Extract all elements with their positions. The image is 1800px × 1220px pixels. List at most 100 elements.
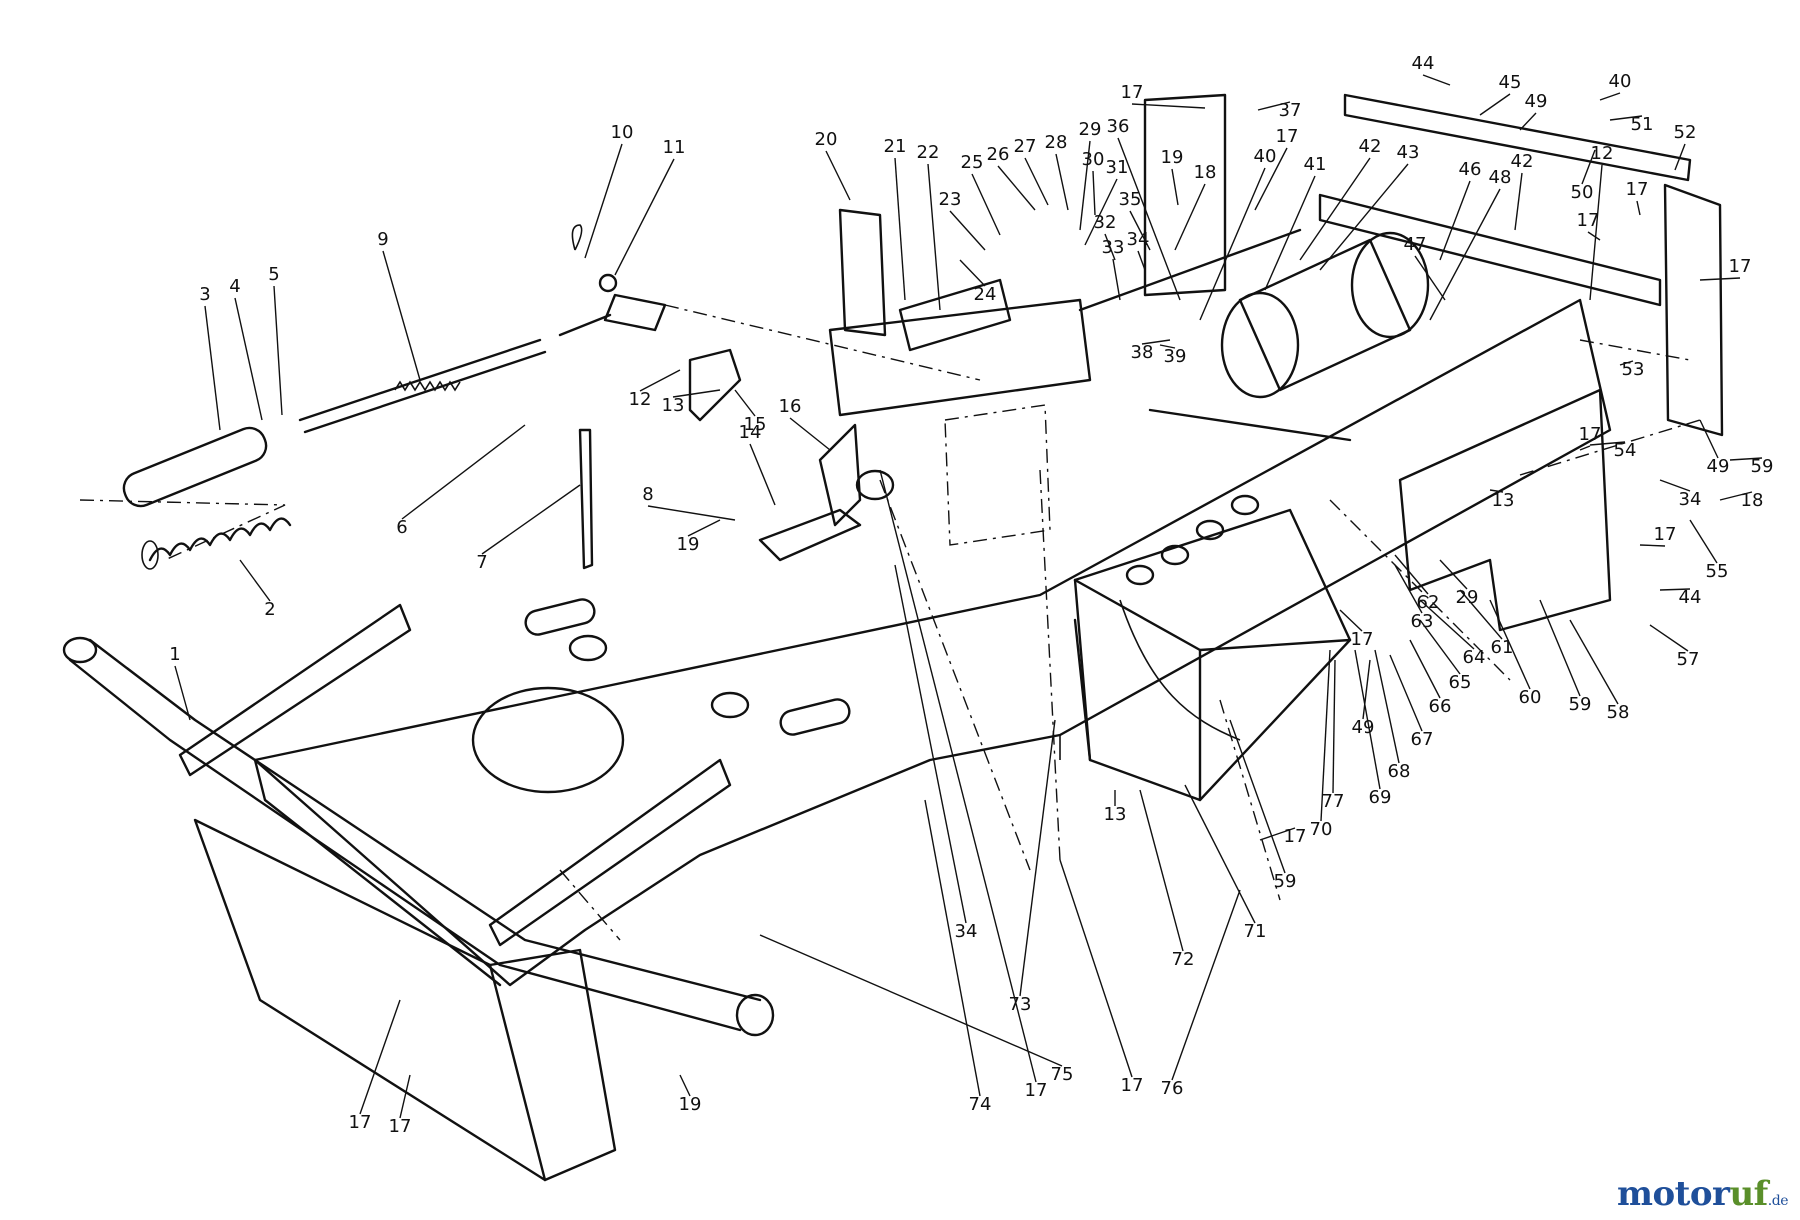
- part-callout-number: 17: [1276, 126, 1299, 147]
- part-callout-number: 54: [1614, 440, 1637, 461]
- part-callout-number: 49: [1352, 717, 1375, 738]
- part-callout-number: 38: [1131, 342, 1154, 363]
- part-callout-number: 13: [662, 395, 685, 416]
- callout-leader: [1729, 457, 1763, 461]
- part-callout-number: 75: [1051, 1064, 1074, 1085]
- callout-leader: [1429, 188, 1501, 321]
- part-callout-number: 50: [1571, 182, 1594, 203]
- callout-leader: [789, 417, 831, 451]
- callout-leader: [1084, 178, 1118, 246]
- part-callout-number: 71: [1244, 921, 1267, 942]
- part-callout-number: 39: [1164, 346, 1187, 367]
- part-callout-number: 49: [1707, 456, 1730, 477]
- callout-leader: [1589, 441, 1626, 446]
- callout-leader: [1019, 719, 1056, 997]
- part-callout-number: 46: [1459, 159, 1482, 180]
- callout-leader: [1569, 619, 1619, 705]
- part-callout-number: 62: [1417, 592, 1440, 613]
- part-callout-number: 40: [1609, 71, 1632, 92]
- callout-leader: [382, 250, 421, 381]
- callout-leader: [1649, 624, 1689, 652]
- part-callout-number: 17: [1579, 424, 1602, 445]
- part-callout-number: 33: [1102, 237, 1125, 258]
- part-callout-number: 22: [917, 142, 940, 163]
- part-callout-number: 63: [1411, 611, 1434, 632]
- part-callout-number: 12: [629, 389, 652, 410]
- callout-leader: [1394, 564, 1423, 614]
- callout-leader: [1339, 609, 1363, 632]
- callout-leader: [273, 285, 283, 416]
- part-callout-number: 65: [1449, 672, 1472, 693]
- watermark-suffix: .de: [1767, 1193, 1789, 1209]
- part-callout-number: 17: [1654, 524, 1677, 545]
- front-bumper: [62, 603, 775, 1182]
- callout-leader: [1254, 147, 1288, 211]
- part-callout-number: 26: [987, 144, 1010, 165]
- callout-leader: [174, 665, 191, 721]
- callout-leader: [959, 259, 986, 287]
- part-callout-number: 42: [1359, 136, 1382, 157]
- callout-leader: [949, 210, 986, 251]
- part-callout-number: 55: [1706, 561, 1729, 582]
- part-callout-number: 11: [663, 137, 686, 158]
- part-callout-number: 48: [1489, 167, 1512, 188]
- part-callout-number: 74: [969, 1094, 992, 1115]
- part-callout-number: 9: [377, 229, 388, 250]
- callout-leader: [1439, 180, 1471, 261]
- callout-leader: [234, 297, 263, 421]
- callout-leader: [1320, 649, 1331, 822]
- part-callout-number: 8: [642, 484, 653, 505]
- part-callout-number: 37: [1279, 100, 1302, 121]
- part-callout-number: 51: [1631, 114, 1654, 135]
- part-callout-number: 34: [1127, 229, 1150, 250]
- callout-leader: [1159, 344, 1176, 349]
- assembly-centerlines: [79, 304, 1701, 941]
- callout-leader: [1059, 859, 1133, 1078]
- part-callout-number: 49: [1525, 91, 1548, 112]
- part-callout-number: 5: [268, 264, 279, 285]
- callout-leader: [1414, 255, 1446, 301]
- callout-leader: [1609, 115, 1643, 121]
- callout-leader: [971, 173, 1001, 236]
- part-callout-number: 67: [1411, 729, 1434, 750]
- part-callout-number: 13: [1492, 490, 1515, 511]
- callout-leader: [1171, 168, 1179, 206]
- part-callout-number: 68: [1388, 761, 1411, 782]
- control-brackets: [578, 93, 1302, 570]
- callout-leader: [1489, 489, 1504, 493]
- part-callout-number: 10: [611, 122, 634, 143]
- part-callout-number: 66: [1429, 696, 1452, 717]
- callout-leader: [1519, 112, 1537, 131]
- rear-panel: [1318, 93, 1724, 632]
- callout-leader: [1719, 491, 1753, 501]
- part-callout-number: 17: [1351, 629, 1374, 650]
- callout-leader: [1259, 827, 1296, 841]
- part-callout-number: 20: [815, 129, 838, 150]
- callout-leader: [1079, 140, 1091, 231]
- part-callout-number: 42: [1511, 151, 1534, 172]
- part-callout-number: 47: [1404, 234, 1427, 255]
- callout-leader: [1141, 339, 1171, 345]
- part-callout-number: 18: [1741, 490, 1764, 511]
- part-callout-number: 17: [1626, 179, 1649, 200]
- part-callout-number: 1: [169, 644, 180, 665]
- part-callout-number: 36: [1107, 116, 1130, 137]
- callout-leader: [1137, 250, 1146, 271]
- callout-leader: [1264, 175, 1316, 291]
- callout-leaders: [174, 74, 1763, 1119]
- callout-leader: [672, 389, 721, 398]
- callout-leader: [204, 305, 221, 431]
- callout-leader: [1479, 93, 1511, 116]
- callout-leader: [1354, 649, 1381, 790]
- callout-leader: [639, 369, 681, 392]
- callout-leader: [1659, 588, 1691, 591]
- callout-leader: [1112, 258, 1121, 301]
- part-callout-number: 59: [1274, 871, 1297, 892]
- callout-leader: [1362, 659, 1371, 720]
- callout-leader: [1489, 599, 1531, 690]
- part-callout-number: 4: [229, 276, 240, 297]
- callout-leader: [1171, 889, 1241, 1081]
- part-callout-number: 53: [1622, 359, 1645, 380]
- callout-leader: [1459, 589, 1503, 640]
- part-callout-number: 17: [1121, 82, 1144, 103]
